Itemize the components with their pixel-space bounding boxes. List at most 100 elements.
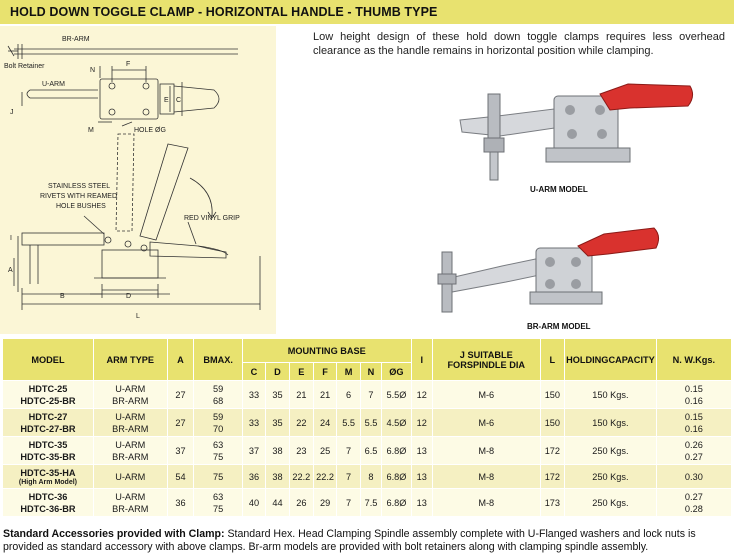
table-cell: U-ARM bbox=[92, 464, 168, 489]
table-cell: M-6 bbox=[431, 380, 541, 409]
l-label: L bbox=[136, 313, 140, 320]
th-g: ØG bbox=[381, 362, 412, 381]
n-label: N bbox=[90, 67, 95, 74]
table-cell: 37 bbox=[241, 436, 266, 465]
accessories-text: Standard Hex. Head Clamping Spindle asse… bbox=[3, 528, 696, 553]
table-cell: 22 bbox=[288, 408, 314, 437]
table-cell: 22.2 bbox=[288, 464, 314, 489]
table-cell: 75 bbox=[193, 464, 243, 489]
table-cell: 6.8Ø bbox=[381, 464, 412, 489]
a-label: A bbox=[8, 267, 13, 274]
spec-table: MODEL ARM TYPE A BMAX. MOUNTING BASE I J… bbox=[2, 338, 733, 517]
table-cell: 250 Kgs. bbox=[564, 488, 657, 517]
description: Low height design of these hold down tog… bbox=[313, 31, 725, 57]
table-cell: 5.5 bbox=[359, 408, 383, 437]
accessories-note: Standard Accessories provided with Clamp… bbox=[3, 528, 733, 554]
stainless-label-2: RIVETS WITH REAMED bbox=[40, 193, 117, 200]
red-vinyl-label: RED VINYL GRIP bbox=[184, 215, 240, 222]
bolt-retainer-label: Bolt Retainer bbox=[4, 63, 45, 70]
drawing-svg: BR-ARM Bolt Retainer U-ARM N F E C J M H… bbox=[4, 36, 261, 320]
table-cell: 24 bbox=[312, 408, 338, 437]
br-arm-caption: BR-ARM MODEL bbox=[527, 322, 591, 331]
table-cell: 150 bbox=[539, 408, 566, 437]
table-cell: 23 bbox=[288, 436, 314, 465]
br-arm-photo bbox=[437, 227, 660, 313]
m-label: M bbox=[88, 127, 94, 134]
c-label: C bbox=[176, 97, 181, 104]
stainless-label-1: STAINLESS STEEL bbox=[48, 183, 110, 190]
table-cell: 36 bbox=[166, 488, 195, 517]
table-cell: 150 Kgs. bbox=[564, 380, 657, 409]
title-bar: HOLD DOWN TOGGLE CLAMP - HORIZONTAL HAND… bbox=[0, 0, 734, 24]
j-label: J bbox=[10, 109, 14, 116]
table-cell: 38 bbox=[264, 436, 290, 465]
b-label: B bbox=[60, 293, 65, 300]
th-arm-type: ARM TYPE bbox=[92, 338, 168, 381]
table-cell: 4.5Ø bbox=[381, 408, 412, 437]
u-arm-photo bbox=[459, 83, 694, 181]
th-i: I bbox=[410, 338, 433, 381]
hole-label: HOLE ØG bbox=[134, 127, 166, 134]
table-cell: 12 bbox=[410, 380, 433, 409]
th-model: MODEL bbox=[2, 338, 94, 381]
table-cell: 6.8Ø bbox=[381, 488, 412, 517]
table-cell: 26 bbox=[288, 488, 314, 517]
d-label: D bbox=[126, 293, 131, 300]
u-arm-label: U-ARM bbox=[42, 81, 65, 88]
page-title: HOLD DOWN TOGGLE CLAMP - HORIZONTAL HAND… bbox=[10, 5, 438, 19]
th-e: E bbox=[288, 362, 314, 381]
table-cell: 13 bbox=[410, 436, 433, 465]
table-cell: 6 bbox=[336, 380, 361, 409]
table-cell: 21 bbox=[288, 380, 314, 409]
table-cell: 33 bbox=[241, 408, 266, 437]
table-cell: 173 bbox=[539, 488, 566, 517]
stainless-label-3: HOLE BUSHES bbox=[56, 203, 106, 210]
table-cell: 40 bbox=[241, 488, 266, 517]
th-holding: HOLDINGCAPACITY bbox=[564, 338, 657, 381]
table-cell: 27 bbox=[166, 408, 195, 437]
technical-drawing: BR-ARM Bolt Retainer U-ARM N F E C J M H… bbox=[0, 26, 276, 334]
table-cell: 6.5 bbox=[359, 436, 383, 465]
table-cell: 8 bbox=[359, 464, 383, 489]
table-cell: 21 bbox=[312, 380, 338, 409]
table-cell: 29 bbox=[312, 488, 338, 517]
th-l: L bbox=[539, 338, 566, 381]
table-cell: M-8 bbox=[431, 436, 541, 465]
table-cell: 44 bbox=[264, 488, 290, 517]
table-cell: 35 bbox=[264, 380, 290, 409]
e-label: E bbox=[164, 97, 169, 104]
table-cell: 150 bbox=[539, 380, 566, 409]
i-label: I bbox=[10, 235, 12, 242]
table-cell: 13 bbox=[410, 464, 433, 489]
th-j: J SUITABLE FORSPINDLE DIA bbox=[431, 338, 541, 381]
table-cell: 150 Kgs. bbox=[564, 408, 657, 437]
table-cell: 38 bbox=[264, 464, 290, 489]
table-cell: HDTC-35-HA(High Arm Model) bbox=[2, 464, 94, 489]
table-cell: 12 bbox=[410, 408, 433, 437]
table-cell: 7 bbox=[336, 464, 361, 489]
table-cell: 27 bbox=[166, 380, 195, 409]
th-mounting-base: MOUNTING BASE bbox=[241, 338, 412, 363]
th-d: D bbox=[264, 362, 290, 381]
table-cell: 37 bbox=[166, 436, 195, 465]
table-cell: 172 bbox=[539, 464, 566, 489]
table-cell: 7 bbox=[359, 380, 383, 409]
br-arm-label: BR-ARM bbox=[62, 36, 90, 43]
table-cell: 7.5 bbox=[359, 488, 383, 517]
accessories-lead: Standard Accessories provided with Clamp… bbox=[3, 528, 225, 540]
table-cell: 35 bbox=[264, 408, 290, 437]
table-cell: 36 bbox=[241, 464, 266, 489]
